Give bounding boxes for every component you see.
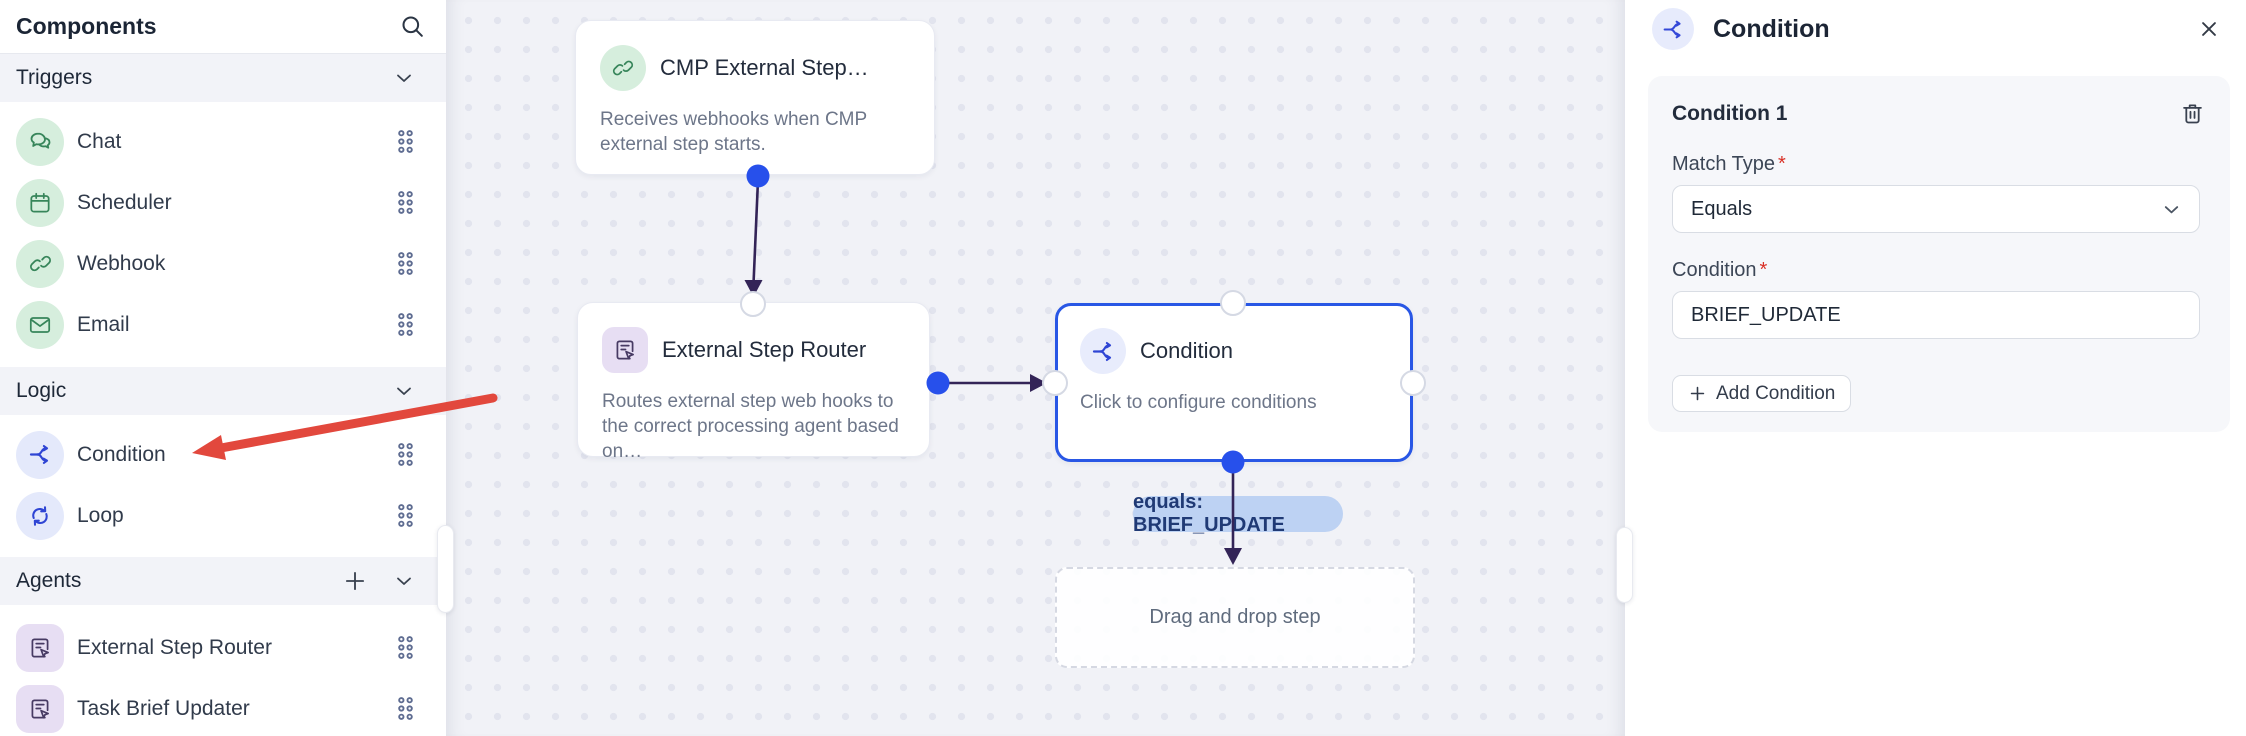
sidebar-header: Components [0, 0, 446, 54]
panel-header: Condition [1625, 0, 2246, 58]
agents-items: External Step Router Task Brief Updater [0, 605, 446, 736]
agent-icon [16, 623, 64, 672]
trash-icon[interactable] [2179, 100, 2206, 127]
calendar-icon [16, 178, 64, 227]
connector-condition-top[interactable] [1220, 290, 1246, 316]
connector-condition-right[interactable] [1400, 370, 1426, 396]
required-asterisk: * [1778, 153, 1786, 175]
connector-target-condition-left[interactable] [1042, 370, 1068, 396]
search-icon[interactable] [399, 13, 426, 40]
agent-icon [16, 684, 64, 733]
drag-drop-placeholder[interactable]: Drag and drop step [1055, 567, 1415, 668]
chevron-down-icon [392, 569, 416, 593]
connector-source-condition-bottom[interactable] [1221, 450, 1245, 474]
match-type-select[interactable]: Equals [1672, 185, 2200, 233]
link-icon [600, 45, 646, 91]
sidebar-collapse-handle[interactable] [437, 525, 454, 613]
drag-handle-icon[interactable] [395, 250, 416, 277]
item-label: Scheduler [77, 190, 172, 214]
agent-icon [602, 327, 648, 373]
link-icon [16, 239, 64, 288]
sidebar-item-task-brief-updater[interactable]: Task Brief Updater [0, 678, 446, 736]
drag-handle-icon[interactable] [395, 634, 416, 661]
section-header-triggers[interactable]: Triggers [0, 54, 446, 102]
sidebar-item-loop[interactable]: Loop [0, 485, 446, 546]
connector-target-router-top[interactable] [740, 291, 766, 317]
item-label: Webhook [77, 251, 166, 275]
sidebar-item-chat[interactable]: Chat [0, 111, 446, 172]
logic-items: Condition Loop [0, 415, 446, 546]
components-sidebar: Components Triggers C [0, 0, 446, 736]
drag-handle-icon[interactable] [395, 695, 416, 722]
condition-card: Condition 1 Match Type* Equals [1648, 76, 2230, 432]
close-icon[interactable] [2196, 16, 2222, 42]
chat-icon [16, 117, 64, 166]
connector-source-router-right[interactable] [926, 371, 950, 395]
drag-handle-icon[interactable] [395, 311, 416, 338]
condition-label: Condition* [1672, 259, 1768, 281]
sidebar-item-external-step-router[interactable]: External Step Router [0, 617, 446, 678]
node-external-step-router[interactable]: External Step Router Routes external ste… [577, 302, 930, 462]
node-description: Click to configure conditions [1080, 392, 1317, 413]
drag-handle-icon[interactable] [395, 502, 416, 529]
chevron-down-icon [2160, 198, 2183, 221]
panel-title: Condition [1713, 14, 1830, 43]
sidebar-item-condition[interactable]: Condition [0, 424, 446, 485]
condition-config-panel: Condition Condition 1 Match Type* [1625, 0, 2246, 736]
add-agent-icon[interactable] [342, 568, 368, 594]
condition-card-title: Condition 1 [1672, 101, 1788, 125]
item-label: Loop [77, 503, 124, 527]
section-label: Logic [16, 379, 67, 402]
section-header-agents[interactable]: Agents [0, 557, 446, 605]
item-label: Task Brief Updater [77, 696, 250, 720]
drag-handle-icon[interactable] [395, 189, 416, 216]
placeholder-label: Drag and drop step [1149, 606, 1321, 628]
condition-value-input[interactable] [1672, 291, 2200, 339]
item-label: External Step Router [77, 635, 272, 659]
item-label: Chat [77, 129, 122, 153]
item-label: Condition [77, 442, 166, 466]
node-description: Receives webhooks when CMP external step… [600, 109, 867, 155]
drag-handle-icon[interactable] [395, 441, 416, 468]
section-header-logic[interactable]: Logic [0, 367, 446, 415]
workflow-canvas[interactable]: CMP External Step… Receives webhooks whe… [446, 0, 1625, 736]
node-condition[interactable]: Condition Click to configure conditions [1055, 303, 1413, 462]
add-condition-button[interactable]: Add Condition [1672, 375, 1852, 412]
triggers-items: Chat Scheduler [0, 102, 446, 355]
node-title: External Step Router [662, 337, 867, 362]
drag-handle-icon[interactable] [395, 128, 416, 155]
sidebar-item-email[interactable]: Email [0, 294, 446, 355]
branch-icon [16, 430, 64, 479]
node-title: CMP External Step… [660, 55, 869, 80]
chevron-down-icon [392, 66, 416, 90]
branch-icon [1080, 328, 1126, 374]
connector-source-cmp-bottom[interactable] [746, 164, 770, 188]
item-label: Email [77, 312, 130, 336]
loop-icon [16, 491, 64, 540]
sidebar-item-scheduler[interactable]: Scheduler [0, 172, 446, 233]
section-label: Triggers [16, 66, 93, 89]
mail-icon [16, 300, 64, 349]
required-asterisk: * [1759, 259, 1768, 281]
node-cmp-external-step[interactable]: CMP External Step… Receives webhooks whe… [575, 20, 935, 175]
match-type-label: Match Type* [1672, 153, 1786, 175]
panel-collapse-handle[interactable] [1616, 527, 1633, 603]
branch-icon [1652, 8, 1694, 50]
match-type-value: Equals [1691, 197, 1753, 220]
add-condition-label: Add Condition [1716, 382, 1836, 404]
section-label: Agents [16, 569, 82, 592]
edge-condition-label: equals: BRIEF_UPDATE [1133, 491, 1343, 536]
chevron-down-icon [392, 379, 416, 403]
node-description: Routes external step web hooks to the co… [602, 391, 899, 462]
sidebar-title: Components [16, 13, 157, 39]
sidebar-item-webhook[interactable]: Webhook [0, 233, 446, 294]
node-title: Condition [1140, 338, 1233, 363]
